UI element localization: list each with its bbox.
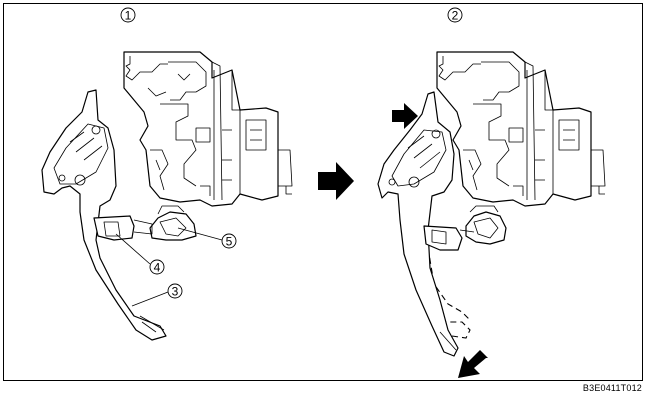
svg-text:4: 4	[154, 261, 161, 275]
stop-light-switch-2	[465, 205, 507, 245]
panel-2-index: 2	[447, 7, 463, 23]
svg-text:1: 1	[125, 9, 132, 23]
svg-text:2: 2	[452, 9, 459, 23]
svg-text:5: 5	[226, 235, 233, 249]
brake-booster-bracket-2	[436, 51, 606, 207]
figure-code: B3E0411T012	[582, 383, 642, 393]
pushrod-clevis-1	[93, 215, 153, 241]
brake-booster-bracket-1	[123, 51, 293, 207]
callout-3: 3	[131, 283, 183, 307]
pushrod-clevis-2	[423, 225, 475, 251]
figure-frame	[3, 3, 643, 381]
stop-light-switch-1	[149, 205, 197, 241]
panel-2: 2	[377, 7, 606, 378]
brake-pedal-1	[41, 89, 167, 341]
panel-1-index: 1	[120, 7, 136, 23]
callout-5: 5	[177, 227, 237, 249]
push-arrow-top	[392, 103, 418, 129]
transition-arrow	[318, 162, 354, 200]
callout-4: 4	[115, 233, 165, 275]
svg-text:3: 3	[172, 285, 179, 299]
panel-1: 1	[41, 7, 293, 341]
brake-pedal-2	[377, 91, 459, 357]
push-arrow-bottom	[458, 350, 488, 378]
